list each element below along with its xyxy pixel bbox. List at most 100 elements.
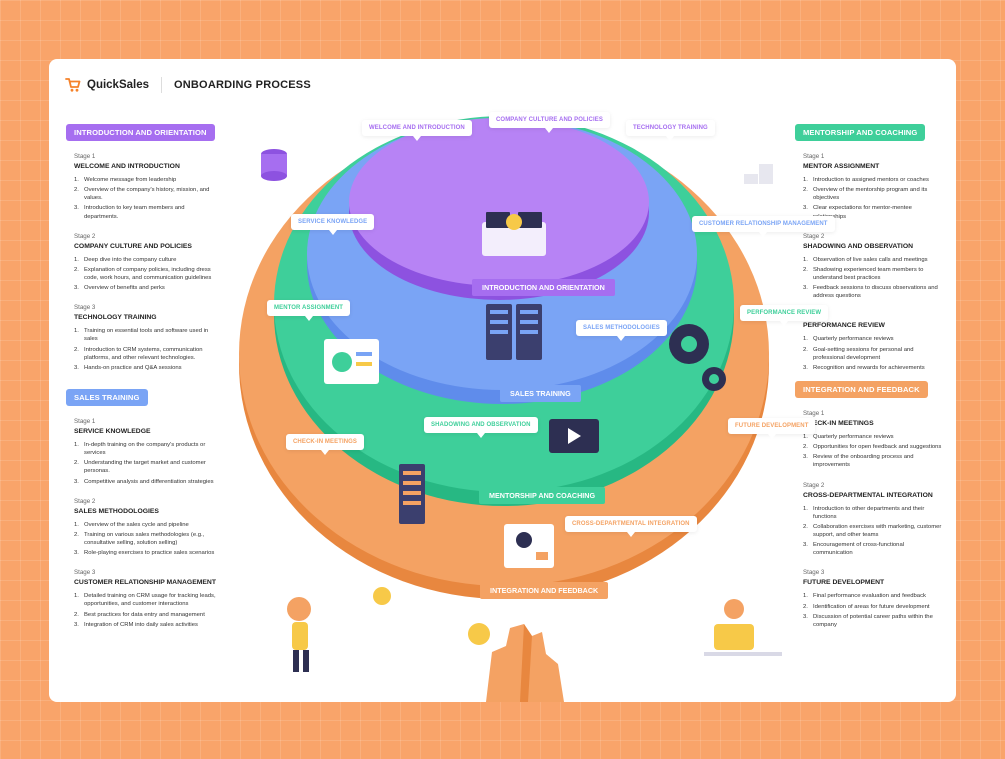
- section-pill: MENTORSHIP AND COACHING: [795, 124, 926, 141]
- list-item: Introduction to assigned mentors or coac…: [803, 176, 929, 184]
- list-item: Explanation of company policies, includi…: [74, 266, 212, 281]
- stage-title: TECHNOLOGY TRAINING: [74, 314, 157, 322]
- stage-card: Stage 1 SERVICE KNOWLEDGE In-depth train…: [66, 418, 216, 486]
- stage-card: Stage 3 TECHNOLOGY TRAINING Training on …: [66, 304, 216, 372]
- section-introduction-orientation: INTRODUCTION AND ORIENTATION Stage 1 WEL…: [66, 122, 216, 374]
- tag-service-knowledge: SERVICE KNOWLEDGE: [291, 214, 375, 235]
- stage-card: Stage 1 CHECK-IN MEETINGS Quarterly perf…: [795, 410, 945, 470]
- list-item: Goal-setting sessions for personal and p…: [803, 346, 914, 361]
- stage-number: Stage 2: [74, 232, 96, 240]
- workstation-icon: [482, 212, 546, 256]
- rock-formation-icon: [486, 624, 564, 702]
- section-sales-training: SALES TRAINING Stage 1 SERVICE KNOWLEDGE…: [66, 387, 216, 631]
- stage-list: Training on essential tools and software…: [74, 327, 216, 372]
- tag-customer-relationship: CUSTOMER RELATIONSHIP MANAGEMENT: [692, 216, 835, 237]
- stage-number: Stage 1: [803, 410, 825, 417]
- stage-title: CROSS-DEPARTMENTAL INTEGRATION: [803, 491, 933, 499]
- stage-card: Stage 1 WELCOME AND INTRODUCTION Welcome…: [66, 153, 216, 221]
- stage-title: CUSTOMER RELATIONSHIP MANAGEMENT: [74, 579, 216, 587]
- band-label-sales-training: SALES TRAINING: [500, 385, 581, 402]
- tag-performance-review: PERFORMANCE REVIEW: [740, 305, 829, 326]
- stage-list: Introduction to other departments and th…: [803, 505, 945, 558]
- list-item: Overview of the sales cycle and pipeline: [74, 521, 189, 529]
- list-item: Opportunities for open feedback and sugg…: [803, 443, 942, 451]
- stage-list: Quarterly performance reviews Goal-setti…: [803, 335, 945, 372]
- stage-list: Overview of the sales cycle and pipeline…: [74, 521, 216, 558]
- list-item: Review of the onboarding process and imp…: [803, 453, 914, 469]
- list-item: In-depth training on the company's produ…: [74, 441, 206, 457]
- tag-welcome-introduction: WELCOME AND INTRODUCTION: [362, 120, 472, 141]
- server-rack-icon: [486, 304, 542, 360]
- list-item: Deep dive into the company culture: [74, 256, 177, 264]
- stage-list: Welcome message from leadership Overview…: [74, 176, 216, 221]
- tag-future-development: FUTURE DEVELOPMENT: [728, 418, 816, 439]
- list-item: Feedback sessions to discuss observation…: [803, 284, 938, 300]
- list-item: Integration of CRM into daily sales acti…: [74, 621, 198, 629]
- section-integration-feedback: INTEGRATION AND FEEDBACK Stage 1 CHECK-I…: [795, 379, 945, 631]
- stage-card: Stage 2 SALES METHODOLOGIES Overview of …: [66, 498, 216, 558]
- sun-icon: [468, 623, 490, 645]
- section-pill: SALES TRAINING: [66, 389, 148, 406]
- tag-sales-methodologies: SALES METHODOLOGIES: [576, 320, 667, 341]
- stage-list: Introduction to assigned mentors or coac…: [803, 176, 945, 221]
- stage-card: Stage 3 FUTURE DEVELOPMENT Final perform…: [795, 569, 945, 629]
- brand-name: QuickSales: [87, 79, 150, 91]
- list-item: Competitive analysis and differentiation…: [74, 478, 214, 486]
- list-item: Overview of benefits and perks: [74, 284, 165, 292]
- list-item: Hands-on practice and Q&A sessions: [74, 364, 182, 372]
- cart-logo-icon: [65, 78, 81, 92]
- list-item: Training on various sales methodologies …: [74, 531, 205, 546]
- list-item: Introduction to other departments and th…: [803, 505, 925, 520]
- stage-card: Stage 3 CUSTOMER RELATIONSHIP MANAGEMENT…: [66, 569, 216, 629]
- stage-card: Stage 2 SHADOWING AND OBSERVATION Observ…: [795, 233, 945, 301]
- list-item: Encouragement of cross-functional commun…: [803, 541, 905, 557]
- stage-title: SALES METHODOLOGIES: [74, 507, 159, 515]
- band-label-mentorship: MENTORSHIP AND COACHING: [479, 487, 606, 504]
- stage-card: Stage 2 COMPANY CULTURE AND POLICIES Dee…: [66, 233, 216, 293]
- podium-icon: [744, 164, 773, 184]
- list-item: Identification of areas for future devel…: [803, 603, 930, 611]
- list-item: Training on essential tools and software…: [74, 327, 209, 343]
- stage-number: Stage 3: [803, 569, 825, 577]
- stage-number: Stage 3: [74, 569, 96, 577]
- onboarding-diagram: INTRODUCTION AND ORIENTATION SALES TRAIN…: [224, 104, 835, 702]
- list-item: Collaboration exercises with marketing, …: [803, 523, 942, 538]
- list-item: Observation of live sales calls and meet…: [803, 256, 928, 264]
- stage-title: MENTOR ASSIGNMENT: [803, 163, 880, 170]
- tag-shadowing-observation: SHADOWING AND OBSERVATION: [424, 417, 538, 438]
- page-title: ONBOARDING PROCESS: [174, 79, 311, 91]
- list-item: Final performance evaluation and feedbac…: [803, 592, 926, 600]
- list-item: Overview of the mentorship program and i…: [803, 186, 928, 202]
- list-item: Discussion of potential career paths wit…: [803, 613, 933, 628]
- list-item: Quarterly performance reviews: [803, 433, 894, 441]
- list-item: Best practices for data entry and manage…: [74, 611, 205, 619]
- laptop-person-icon: [704, 599, 782, 656]
- stage-title: FUTURE DEVELOPMENT: [803, 579, 885, 587]
- onboarding-card: QuickSales ONBOARDING PROCESS INTRODUCTI…: [49, 59, 956, 702]
- list-item: Detailed training on CRM usage for track…: [74, 592, 216, 608]
- stage-number: Stage 2: [803, 481, 825, 489]
- list-item: Role-playing exercises to practice sales…: [74, 549, 215, 557]
- list-item: Shadowing experienced team members to un…: [803, 266, 924, 281]
- stage-list: Detailed training on CRM usage for track…: [74, 592, 216, 629]
- band-label-integration: INTEGRATION AND FEEDBACK: [480, 582, 609, 599]
- list-item: Introduction to key team members and dep…: [74, 204, 185, 220]
- stage-number: Stage 2: [74, 497, 96, 505]
- section-mentorship-coaching: MENTORSHIP AND COACHING Stage 1 MENTOR A…: [795, 122, 945, 374]
- stage-number: Stage 1: [803, 153, 825, 160]
- stage-list: Observation of live sales calls and meet…: [803, 256, 945, 301]
- band-label-introduction: INTRODUCTION AND ORIENTATION: [472, 279, 615, 296]
- stage-title: PERFORMANCE REVIEW: [803, 322, 885, 330]
- video-screen-icon: [549, 419, 599, 453]
- list-item: Introduction to CRM systems, communicati…: [74, 346, 203, 361]
- stage-card: Stage 2 CROSS-DEPARTMENTAL INTEGRATION I…: [795, 482, 945, 558]
- header-divider: [161, 77, 163, 93]
- list-item: Recognition and rewards for achievements: [803, 364, 925, 372]
- tag-cross-departmental: CROSS-DEPARTMENTAL INTEGRATION: [565, 516, 697, 537]
- list-item: Overview of the company's history, missi…: [74, 186, 210, 202]
- stage-list: Final performance evaluation and feedbac…: [803, 592, 945, 629]
- person-with-box-icon: [287, 587, 391, 672]
- stage-list: Quarterly performance reviews Opportunit…: [803, 433, 945, 470]
- chart-board-icon: [504, 524, 554, 568]
- stage-number: Stage 2: [803, 232, 825, 240]
